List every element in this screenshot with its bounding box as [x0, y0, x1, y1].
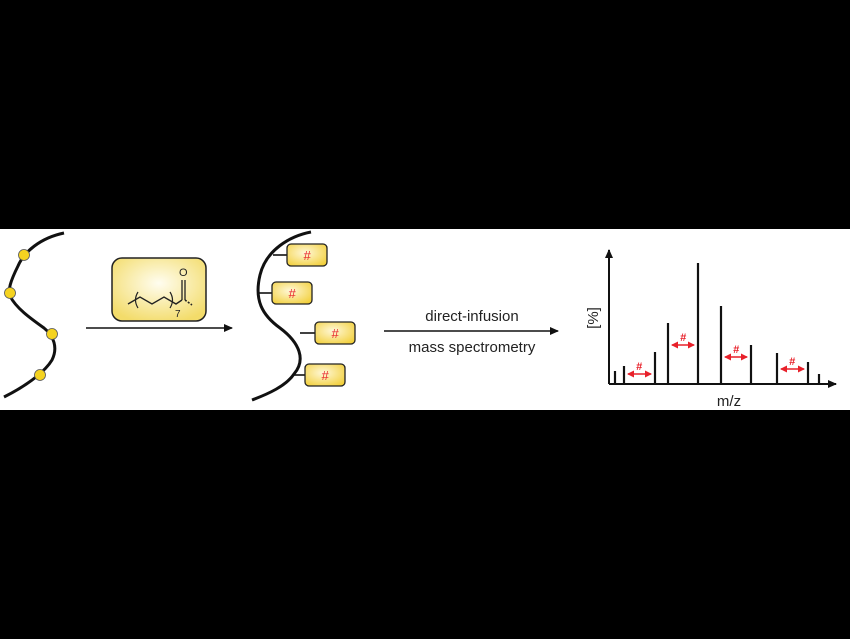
tag-hash: # [331, 326, 339, 341]
repeat-subscript: 7 [175, 309, 181, 320]
paren-left [134, 291, 139, 309]
paren-right [169, 291, 174, 309]
mass-spectrum: [%] m/z # # # # [585, 249, 837, 410]
gap-label: # [789, 356, 796, 368]
gap-label: # [680, 332, 687, 344]
reagent-box: O 7 [111, 257, 207, 322]
unmodified-chain [3, 231, 65, 399]
tag-box [314, 321, 356, 345]
gap-label: # [733, 344, 740, 356]
y-axis-label: [%] [585, 307, 602, 329]
arrow-label-top: direct-infusion [425, 308, 518, 325]
chain-backbone [3, 231, 65, 399]
bead-icon [46, 328, 58, 340]
oxygen-label: O [179, 267, 188, 279]
tag-box [286, 243, 328, 267]
chain-backbone [251, 230, 312, 402]
attachment-bond [184, 299, 193, 306]
bead-icon [34, 369, 46, 381]
peaks [613, 263, 821, 384]
tag-hash: # [321, 368, 329, 383]
tag-box [271, 281, 313, 305]
tag-box [304, 363, 346, 387]
tag-hash: # [303, 248, 311, 263]
alkyl-chain [127, 296, 183, 305]
arrow-label-bottom: mass spectrometry [409, 339, 536, 356]
tagged-chain: # # # # [251, 230, 356, 402]
tag-hash: # [288, 286, 296, 301]
gap-annotations [627, 341, 805, 378]
bead-icon [18, 249, 30, 261]
x-axis-label: m/z [717, 393, 741, 410]
bead-icon [4, 287, 16, 299]
gap-label: # [636, 361, 643, 373]
